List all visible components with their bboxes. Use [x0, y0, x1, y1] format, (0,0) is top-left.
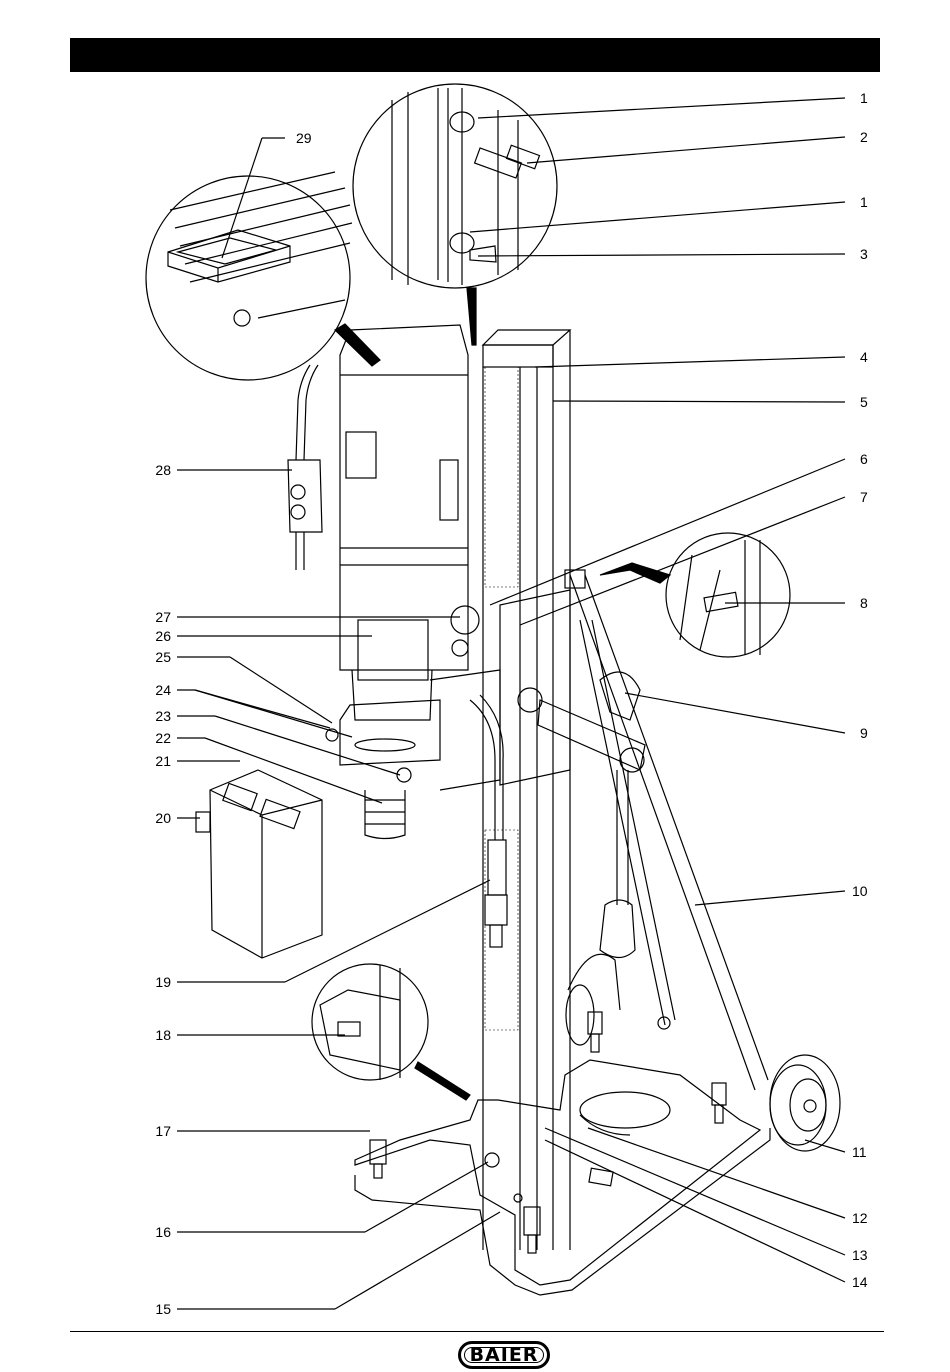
callout-2: 2	[860, 130, 868, 144]
callout-5: 5	[860, 395, 868, 409]
callout-29: 29	[296, 131, 312, 145]
callout-1: 1	[860, 91, 868, 105]
callout-24: 24	[131, 683, 171, 697]
callout-10: 10	[852, 884, 868, 898]
callout-14: 14	[852, 1275, 868, 1289]
callout-18: 18	[131, 1028, 171, 1042]
callout-17: 17	[131, 1124, 171, 1138]
callout-13: 13	[852, 1248, 868, 1262]
callout-7: 7	[860, 490, 868, 504]
brand-logo: BAIER	[458, 1341, 550, 1369]
callout-9: 9	[860, 726, 868, 740]
callout-27: 27	[131, 610, 171, 624]
callout-15: 15	[131, 1302, 171, 1316]
callout-22: 22	[131, 731, 171, 745]
callout-3: 3	[860, 247, 868, 261]
callout-16: 16	[131, 1225, 171, 1239]
callout-28: 28	[131, 463, 171, 477]
callout-21: 21	[131, 754, 171, 768]
callout-26: 26	[131, 629, 171, 643]
callout-20: 20	[131, 811, 171, 825]
brand-logo-border	[464, 1347, 544, 1363]
footer-rule	[70, 1331, 884, 1332]
callout-4: 4	[860, 350, 868, 364]
callout-12: 12	[852, 1211, 868, 1225]
callout-19: 19	[131, 975, 171, 989]
callout-8: 8	[860, 596, 868, 610]
callout-1-lower: 1	[860, 195, 868, 209]
callout-25: 25	[131, 650, 171, 664]
callout-11: 11	[852, 1145, 867, 1159]
callout-23: 23	[131, 709, 171, 723]
callout-6: 6	[860, 452, 868, 466]
